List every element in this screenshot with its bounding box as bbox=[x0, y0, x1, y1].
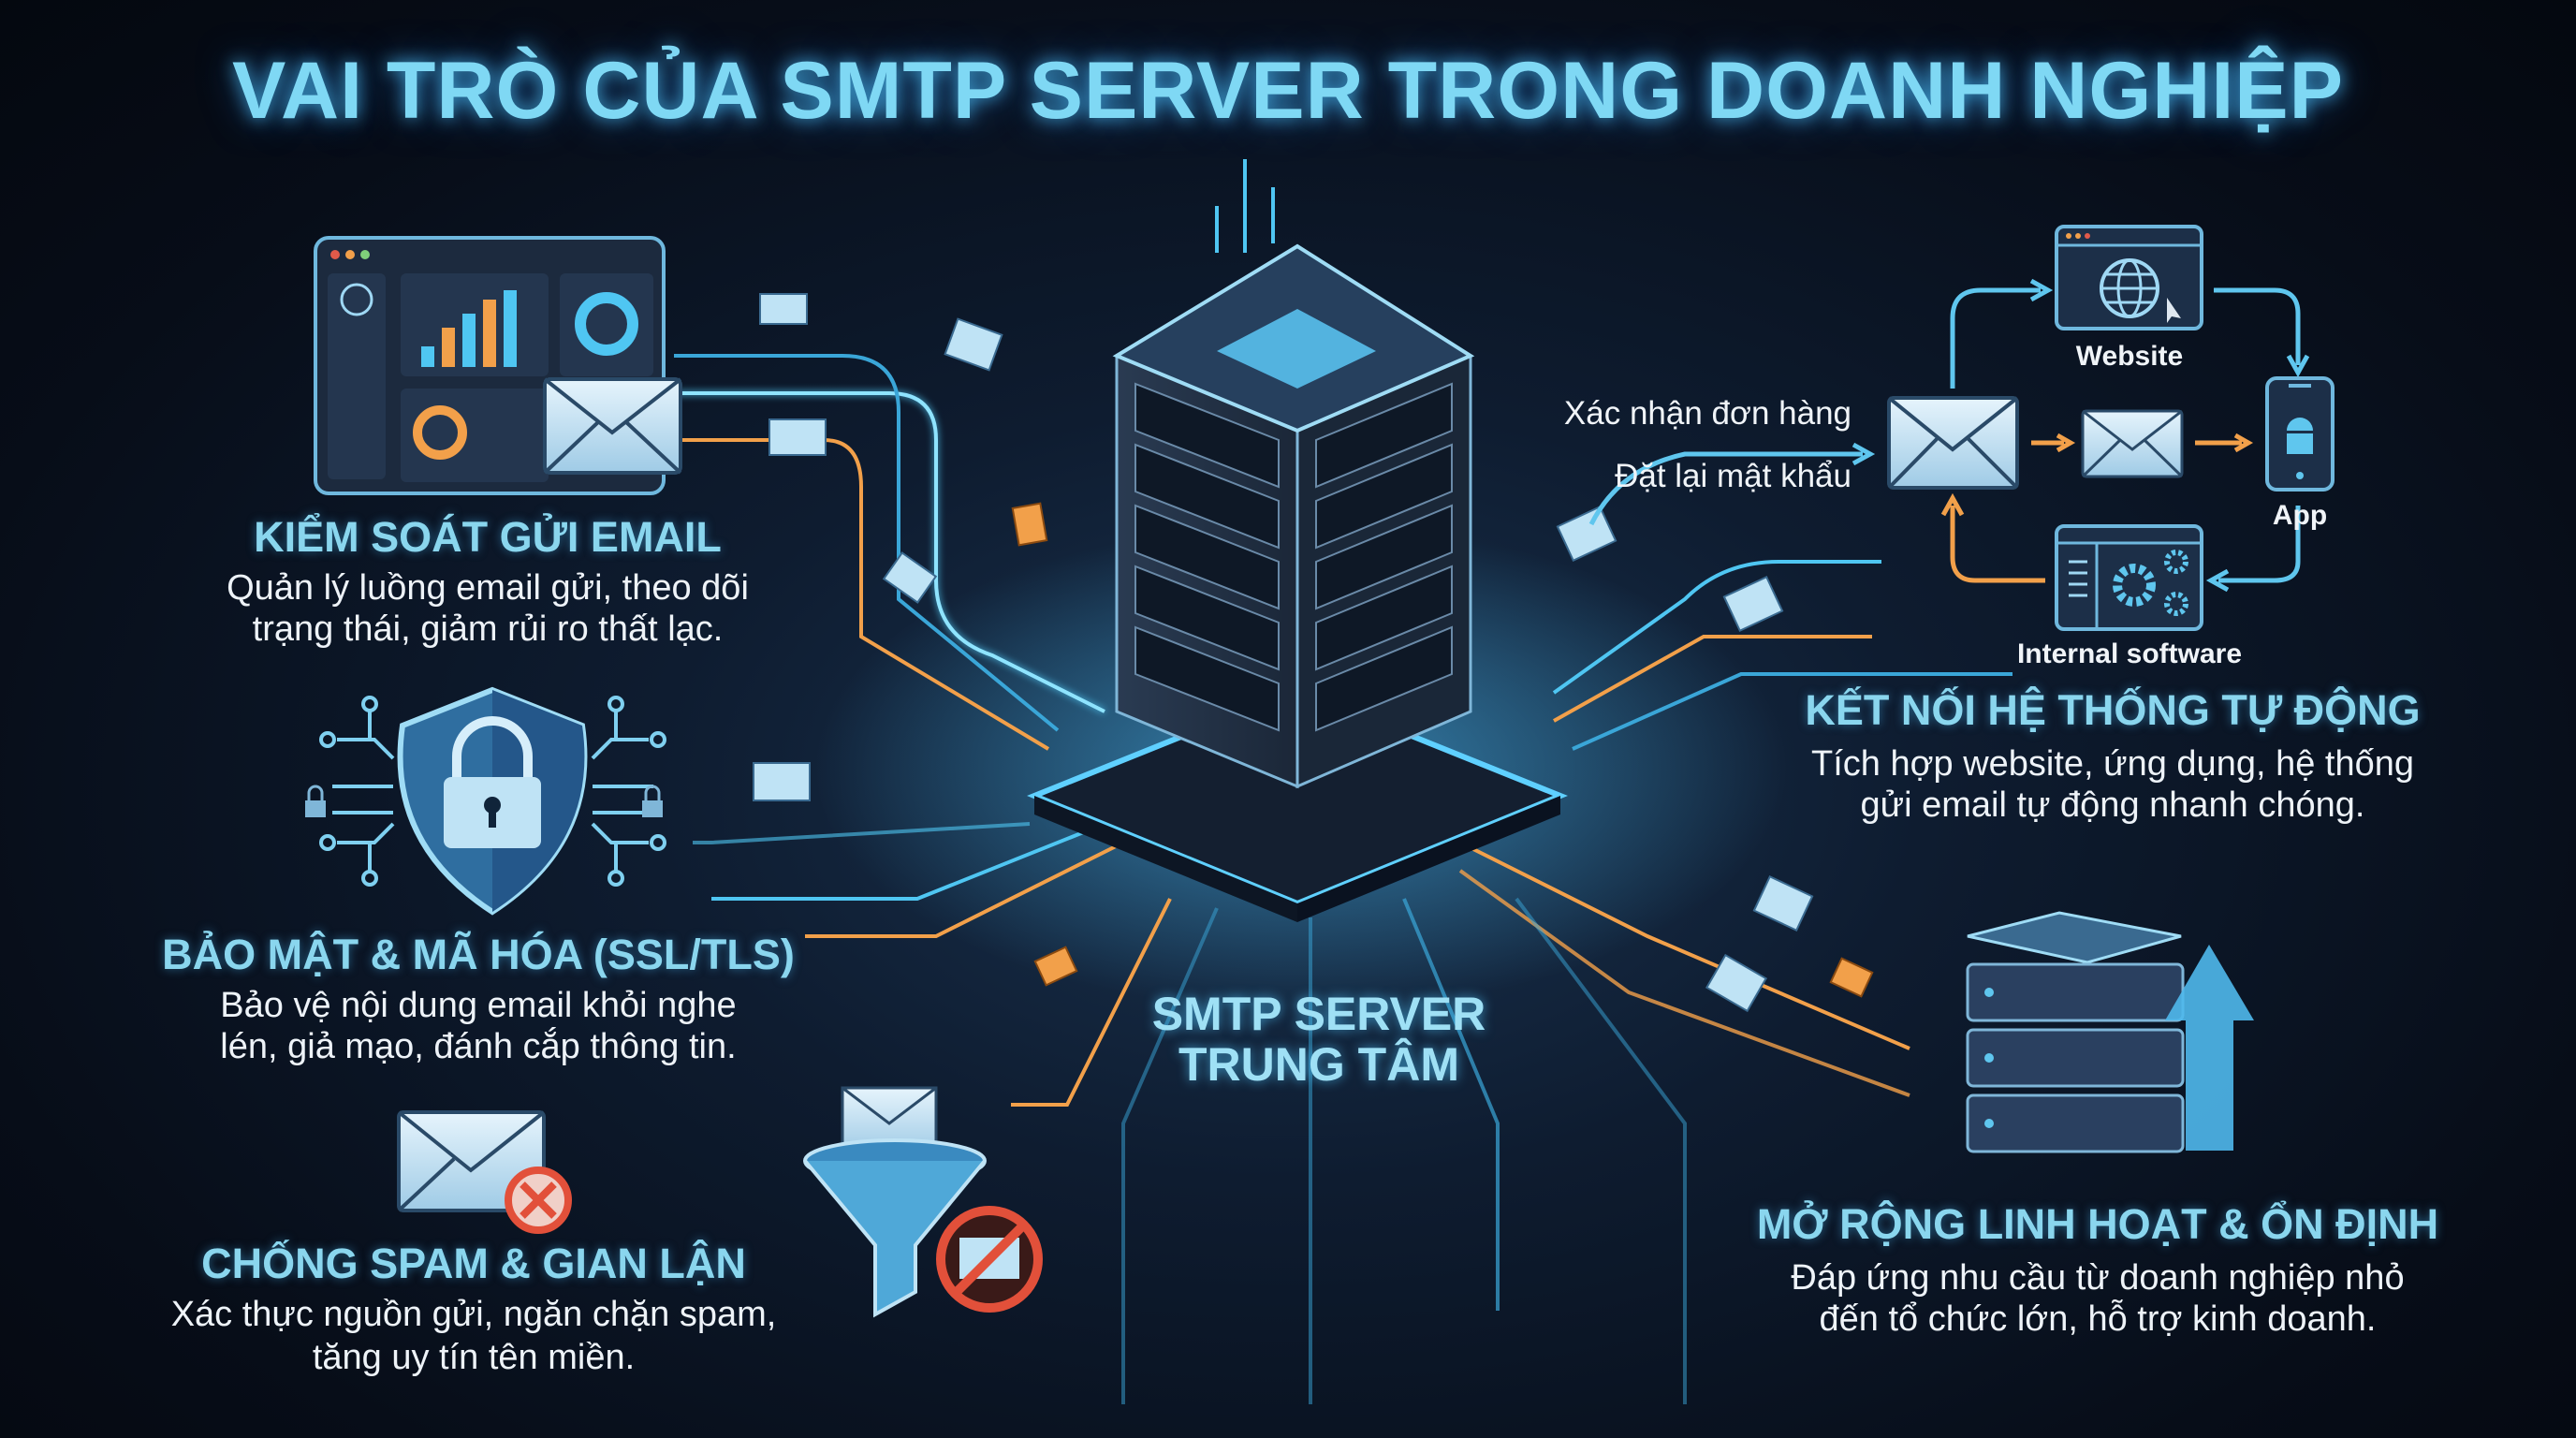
security-line1: Bảo vệ nội dung email khỏi nghe bbox=[220, 986, 737, 1025]
website-label: Website bbox=[2075, 341, 2184, 372]
integration-flow-diagram bbox=[1588, 225, 2334, 631]
control-line1: Quản lý luồng email gửi, theo dõi bbox=[227, 568, 749, 608]
email-envelope-icon bbox=[543, 377, 682, 475]
orange-envelopes bbox=[1011, 502, 1874, 998]
email-hub-icon bbox=[1887, 396, 2019, 490]
shield-lock-icon bbox=[305, 686, 666, 916]
internal-software-label: Internal software bbox=[2016, 638, 2243, 669]
app-label: App bbox=[2272, 500, 2328, 531]
smtp-server-icon bbox=[1027, 243, 1568, 922]
trigger-password-reset: Đặt lại mật khẩu bbox=[1615, 458, 1852, 494]
integration-heading: KẾT NỐI HỆ THỐNG TỰ ĐỘNG bbox=[1805, 686, 2421, 734]
control-line2: trạng thái, giảm rủi ro thất lạc. bbox=[252, 609, 724, 649]
control-heading: KIỂM SOÁT GỬI EMAIL bbox=[254, 513, 722, 561]
scaling-servers-icon bbox=[1966, 911, 2254, 1153]
antispam-line1: Xác thực nguồn gửi, ngăn chặn spam, bbox=[170, 1295, 777, 1334]
center-label-line2: TRUNG TÂM bbox=[1178, 1038, 1459, 1091]
scaling-heading: MỞ RỘNG LINH HOẠT & ỔN ĐỊNH bbox=[1756, 1200, 2439, 1248]
floating-envelopes bbox=[753, 293, 1814, 1013]
antispam-heading: CHỐNG SPAM & GIAN LẬN bbox=[201, 1240, 746, 1287]
security-line2: lén, giả mạo, đánh cắp thông tin. bbox=[220, 1027, 737, 1066]
mobile-app-android-icon bbox=[2265, 376, 2334, 492]
email-forward-icon bbox=[2081, 409, 2184, 478]
center-label: SMTP SERVER TRUNG TÂM bbox=[1085, 989, 1553, 1090]
security-heading: BẢO MẬT & MÃ HÓA (SSL/TLS) bbox=[162, 931, 795, 978]
website-globe-icon bbox=[2055, 225, 2203, 330]
antispam-line2: tăng uy tín tên miền. bbox=[312, 1338, 636, 1377]
center-label-line1: SMTP SERVER bbox=[1151, 988, 1486, 1040]
scaling-line2: đến tổ chức lớn, hỗ trợ kinh doanh. bbox=[1819, 1299, 2377, 1339]
integration-line1: Tích hợp website, ứng dụng, hệ thống bbox=[1811, 744, 2414, 784]
circuit-traces bbox=[674, 159, 2012, 1404]
spam-filter-funnel-icon bbox=[803, 1086, 1043, 1318]
integration-line2: gửi email tự động nhanh chóng. bbox=[1860, 785, 2365, 825]
page-title: VAI TRÒ CỦA SMTP SERVER TRONG DOANH NGHI… bbox=[232, 46, 2344, 136]
blocked-envelope-icon bbox=[397, 1110, 572, 1234]
scaling-line1: Đáp ứng nhu cầu từ doanh nghiệp nhỏ bbox=[1791, 1258, 2405, 1298]
trigger-order-confirmation: Xác nhận đơn hàng bbox=[1563, 395, 1852, 432]
internal-software-gears-icon bbox=[2055, 524, 2203, 631]
